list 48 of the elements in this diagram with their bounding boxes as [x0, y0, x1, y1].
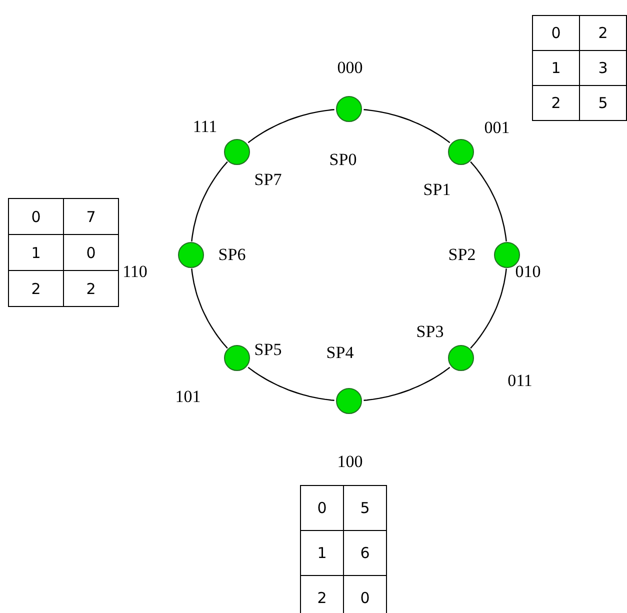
ring-arc — [470, 268, 507, 349]
peer-name: SP4 — [326, 343, 354, 363]
peer-name: SP7 — [254, 170, 282, 190]
table-cell: 7 — [64, 198, 118, 234]
table-cell: 6 — [344, 530, 386, 576]
table-cell: 2 — [532, 86, 580, 120]
table-cell: 0 — [8, 198, 64, 234]
node-circle — [224, 345, 250, 372]
ring-arc — [364, 109, 450, 144]
peer-name: SP5 — [254, 340, 282, 360]
binary-id: 100 — [337, 452, 363, 472]
binary-id: 011 — [508, 371, 532, 391]
ring-arc — [248, 366, 334, 401]
peer-name: SP2 — [448, 245, 476, 265]
node-circle — [448, 138, 474, 165]
node-circle — [336, 96, 362, 122]
ring-arc — [248, 109, 334, 144]
binary-id: 010 — [515, 262, 541, 282]
node-circle — [448, 345, 474, 372]
table-cell: 1 — [532, 50, 580, 86]
binary-id: 001 — [484, 118, 510, 138]
ring-arc — [191, 268, 228, 349]
table-cell: 5 — [344, 486, 386, 530]
ring-arc — [470, 161, 507, 242]
binary-id: 000 — [337, 58, 363, 78]
table-cell: 2 — [300, 576, 344, 613]
peer-name: SP1 — [423, 180, 451, 200]
binary-id: 101 — [175, 387, 201, 407]
peer-name: SP6 — [218, 245, 246, 265]
peer-name: SP3 — [416, 322, 444, 342]
table-cell: 2 — [580, 16, 626, 50]
table-cell: 2 — [64, 270, 118, 306]
table-cell: 2 — [8, 270, 64, 306]
table-cell: 5 — [580, 86, 626, 120]
ring-arc — [191, 161, 228, 242]
table-cell: 0 — [532, 16, 580, 50]
table-cell: 0 — [300, 486, 344, 530]
table-cell: 1 — [300, 530, 344, 576]
node-circle — [178, 242, 204, 268]
node-circle — [336, 388, 362, 414]
node-circle — [224, 138, 250, 165]
table-cell: 3 — [580, 50, 626, 86]
ring-arc — [364, 366, 450, 401]
table-cell: 1 — [8, 234, 64, 270]
table-cell: 0 — [64, 234, 118, 270]
binary-id: 111 — [192, 117, 218, 137]
peer-name: SP0 — [329, 150, 357, 170]
binary-id: 110 — [122, 262, 148, 282]
